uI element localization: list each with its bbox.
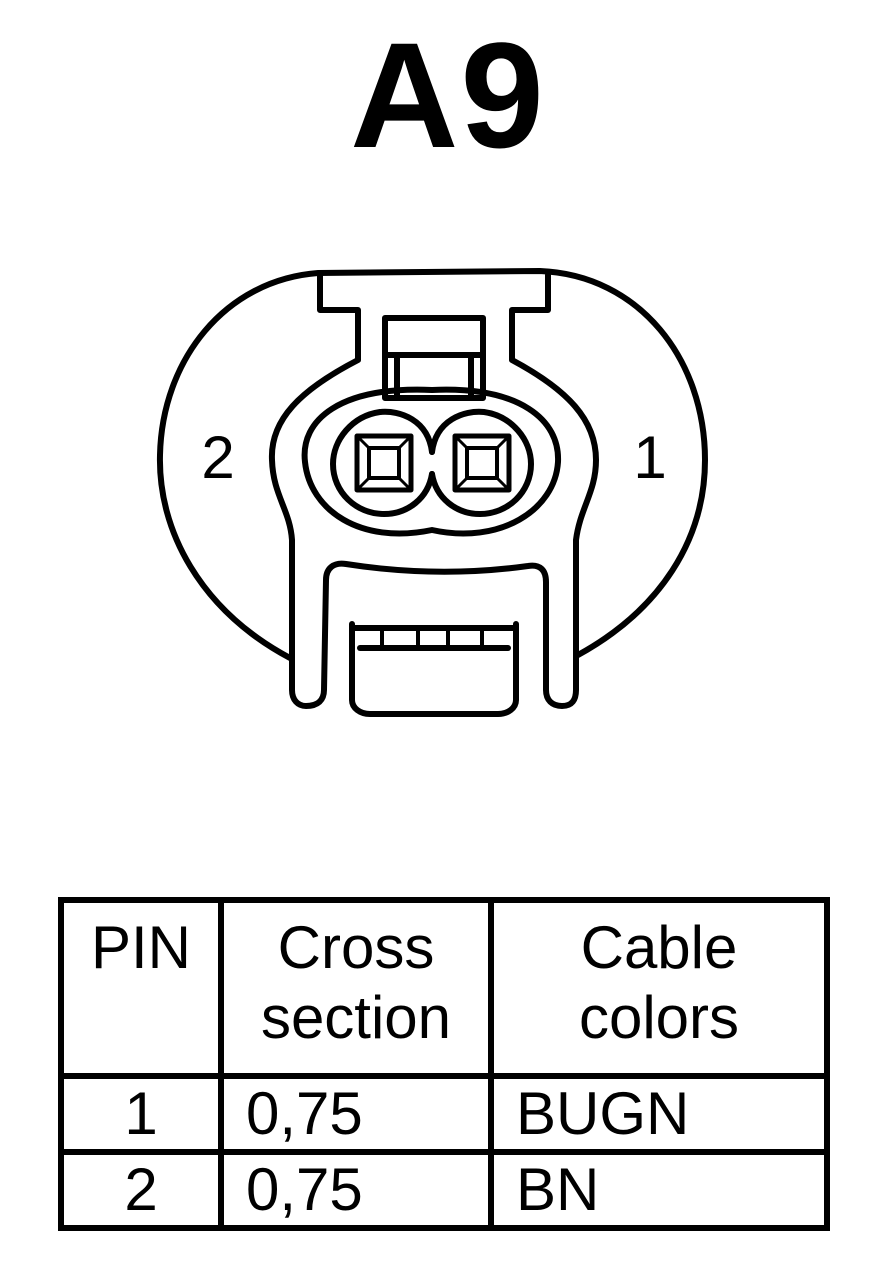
table-row: 2 0,75 BN	[58, 1149, 830, 1231]
cell-cross-section: 0,75	[218, 1073, 494, 1155]
header-cable-colors: Cable colors	[488, 897, 830, 1079]
pin-1-terminal-outer	[452, 433, 512, 493]
pin-1-cavity	[429, 408, 534, 517]
header-cable-colors-line2: colors	[578, 984, 740, 1051]
pin-2-label: 2	[201, 424, 234, 491]
terminal-cavity-outline	[301, 386, 562, 537]
header-pin-line1: PIN	[90, 914, 192, 981]
table-row: 1 0,75 BUGN	[58, 1073, 830, 1155]
pin-2-terminal-outer	[354, 433, 414, 493]
cell-pin: 1	[58, 1073, 224, 1155]
pin-1-terminal-inner	[465, 446, 499, 480]
header-cross-section-line2: section	[260, 984, 452, 1051]
header-cross-section: Cross section	[218, 897, 494, 1079]
connector-face-diagram: 2 1	[156, 268, 708, 717]
pin-2-terminal-inner	[367, 446, 401, 480]
top-tab	[268, 272, 599, 709]
connector-title: A9	[350, 11, 546, 179]
cell-cross-section: 0,75	[218, 1149, 494, 1231]
header-cross-section-line1: Cross	[277, 914, 435, 981]
pin-2-cavity	[330, 408, 435, 517]
pin-1-label: 1	[633, 424, 666, 491]
cell-cable-color: BN	[488, 1149, 830, 1231]
housing-outline	[156, 268, 708, 661]
cell-pin: 2	[58, 1149, 224, 1231]
header-cable-colors-line1: Cable	[580, 914, 738, 981]
table-header-row: PIN Cross section Cable colors	[58, 897, 830, 1079]
bottom-latch	[349, 621, 519, 717]
cell-cable-color: BUGN	[488, 1073, 830, 1155]
pin-assignment-table: PIN Cross section Cable colors 1 0,75 BU…	[58, 897, 830, 1231]
header-pin: PIN	[58, 897, 224, 1079]
